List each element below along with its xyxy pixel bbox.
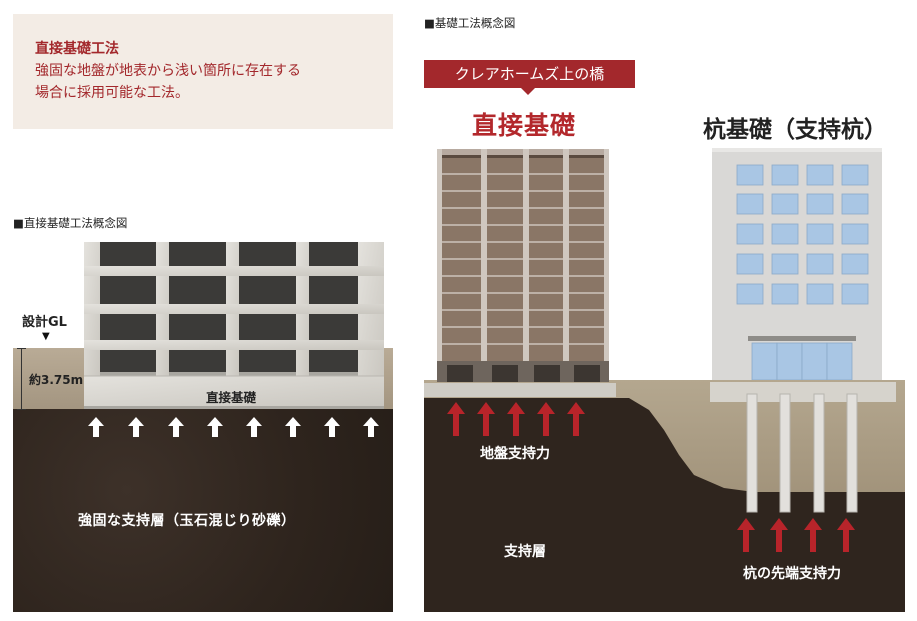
white-arrows-group	[88, 417, 379, 437]
info-text-line2: 場合に採用可能な工法。	[35, 85, 189, 101]
callout-banner: クレアホームズ上の橋	[424, 60, 635, 88]
ground-cross-section	[424, 380, 905, 612]
info-box: 直接基礎工法 強固な地盤が地表から浅い箇所に存在する 場合に採用可能な工法。	[13, 14, 393, 129]
up-arrow-icon	[507, 402, 525, 436]
dimension-line	[21, 348, 22, 409]
up-arrow-icon	[285, 417, 301, 437]
gl-marker-icon: ▼	[42, 331, 50, 342]
dimension-tick-bottom	[17, 409, 26, 410]
up-arrow-icon	[567, 402, 585, 436]
up-arrow-icon	[837, 518, 855, 552]
up-arrow-icon	[168, 417, 184, 437]
up-arrow-icon	[737, 518, 755, 552]
info-title: 直接基礎工法	[35, 41, 119, 57]
up-arrow-icon	[477, 402, 495, 436]
up-arrow-icon	[537, 402, 555, 436]
depth-label: 約3.75m	[29, 373, 84, 387]
up-arrow-icon	[324, 417, 340, 437]
design-gl-label: 設計GL	[22, 315, 67, 330]
up-arrow-icon	[207, 417, 223, 437]
pile-tip-label: 杭の先端支持力	[743, 566, 841, 582]
bearing-layer-label-left: 強固な支持層（玉石混じり砂礫）	[78, 513, 296, 529]
up-arrow-icon	[770, 518, 788, 552]
callout-pointer	[521, 88, 535, 95]
red-arrows-pile-tip	[737, 518, 855, 552]
left-section-label: ■直接基礎工法概念図	[13, 216, 128, 230]
support-piles	[746, 393, 858, 513]
right-section-label: ■基礎工法概念図	[424, 16, 516, 30]
up-arrow-icon	[363, 417, 379, 437]
up-arrow-icon	[128, 417, 144, 437]
up-arrow-icon	[804, 518, 822, 552]
apartment-building	[437, 149, 609, 382]
bearing-layer-left	[13, 409, 393, 612]
title-direct-foundation: 直接基礎	[472, 111, 577, 140]
foundation-label: 直接基礎	[206, 390, 257, 405]
up-arrow-icon	[246, 417, 262, 437]
concrete-frame	[84, 242, 384, 406]
up-arrow-icon	[88, 417, 104, 437]
up-arrow-icon	[447, 402, 465, 436]
office-building	[712, 148, 882, 380]
title-pile-foundation: 杭基礎（支持杭）	[703, 117, 887, 143]
bearing-layer-label-right: 支持層	[504, 544, 546, 560]
ground-support-label: 地盤支持力	[480, 446, 550, 462]
red-arrows-ground-support	[447, 402, 585, 436]
info-text-line1: 強固な地盤が地表から浅い箇所に存在する	[35, 63, 301, 79]
